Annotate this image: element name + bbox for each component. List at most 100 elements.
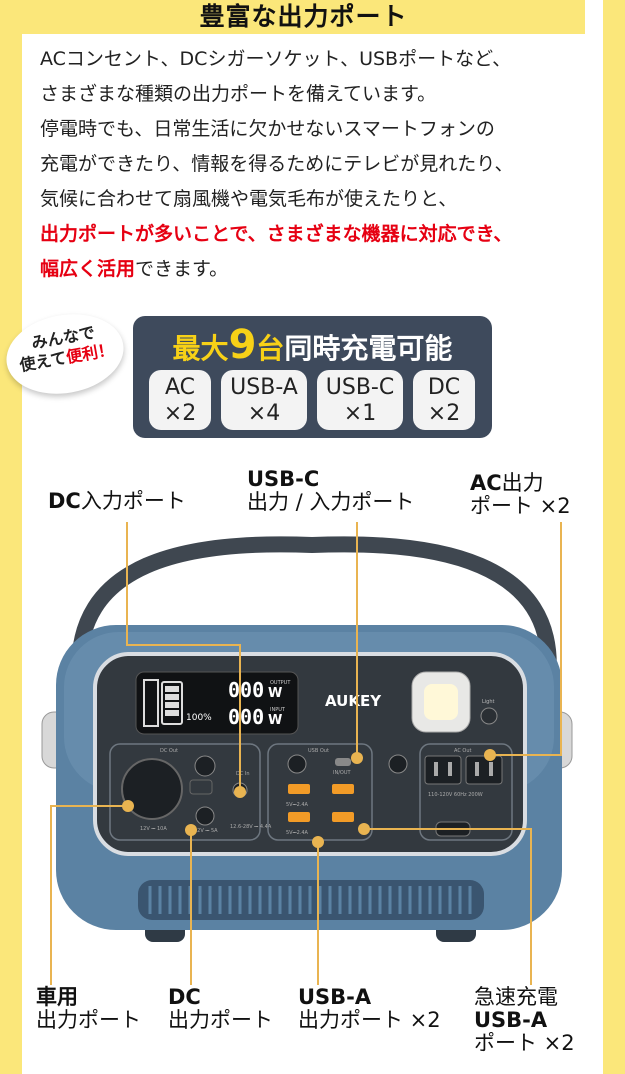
- description: ACコンセント、DCシガーソケット、USBポートなど、 さまざまな種類の出力ポー…: [40, 42, 600, 287]
- usbc-label: IN/OUT: [333, 770, 351, 776]
- callout-line: AC出力: [470, 472, 571, 495]
- port-chip-ac: AC ×2: [149, 370, 211, 430]
- ac-label: AC Out: [454, 748, 472, 754]
- callout-line: 出力ポート ×2: [298, 1008, 441, 1032]
- callout-line: 車用: [36, 985, 78, 1009]
- leader-line-ac: [560, 522, 562, 756]
- description-line: 充電ができたり、情報を得るためにテレビが見れたり、: [40, 153, 514, 175]
- leader-line-usbc: [356, 522, 358, 758]
- lcd-output-label: OUTPUT: [270, 680, 291, 686]
- description-line: さまざまな種類の出力ポートを備えています。: [40, 83, 437, 105]
- port-count: ×2: [163, 401, 197, 426]
- brand-logo: AUKEY: [325, 692, 382, 710]
- callout-normal: 入力ポート: [80, 489, 186, 513]
- callout-dc-input: DC入力ポート: [48, 490, 186, 513]
- leader-line-fast: [364, 828, 532, 830]
- leader-dot-ac: [484, 749, 496, 761]
- leader-dot-usba: [312, 836, 324, 848]
- callout-line: ポート ×2: [474, 1031, 575, 1055]
- port-name: USB-A: [230, 375, 298, 400]
- callout-line: 急速充電: [474, 985, 558, 1009]
- lcd-input-value: 000: [228, 705, 264, 729]
- usba-port: [288, 784, 310, 794]
- port-name: DC: [427, 375, 461, 400]
- callout-line: USB-A: [474, 1008, 548, 1032]
- usba-spec: 5V⎓2.4A: [286, 802, 309, 808]
- callout-bold: AC: [470, 471, 502, 495]
- callout-line: DC: [168, 985, 201, 1009]
- usba-port: [288, 812, 310, 822]
- leader-dot-fast: [358, 823, 370, 835]
- description-tail: できます。: [135, 258, 229, 280]
- car-socket: [121, 758, 183, 820]
- callout-line: USB-A: [298, 985, 372, 1009]
- ac-outlet: [465, 755, 503, 785]
- spec-prefix: 最大: [172, 332, 229, 365]
- leader-line-car: [50, 805, 52, 985]
- section-header: 豊富な出力ポート: [22, 0, 585, 34]
- dc-out-button[interactable]: [194, 755, 216, 777]
- lamp-button[interactable]: [480, 707, 498, 725]
- callout-bold: DC: [48, 489, 81, 513]
- dc-out-label: DC Out: [160, 748, 178, 754]
- port-count: ×2: [427, 401, 461, 426]
- callout-dc-out: DC 出力ポート: [168, 986, 273, 1032]
- section-title: 豊富な出力ポート: [199, 2, 408, 31]
- usba-fast-port: [332, 784, 354, 794]
- ac-button[interactable]: [388, 754, 408, 774]
- leader-line-car: [50, 805, 128, 807]
- port-name: AC: [164, 375, 196, 400]
- spec-suffix: 同時充電可能: [284, 332, 453, 365]
- leader-dot-dc-out: [185, 824, 197, 836]
- callout-line: ポート ×2: [470, 494, 571, 518]
- usba-fast-port: [332, 812, 354, 822]
- ac-port-area: [419, 743, 513, 841]
- description-line: 気候に合わせて扇風機や電気毛布が使えたりと、: [40, 188, 458, 210]
- car-spec: 12V ⎓ 10A: [140, 826, 167, 832]
- power-station-illustration: 100% 000 W OUTPUT 000 W INPUT AUKEY Ligh…: [41, 536, 573, 942]
- leader-line-dc-input: [126, 644, 240, 646]
- port-name: USB-C: [325, 375, 395, 400]
- description-line: 停電時でも、日常生活に欠かせないスマートフォンの: [40, 118, 495, 140]
- callout-ac: AC出力 ポート ×2: [470, 472, 571, 518]
- ac-spec: 110-120V 60Hz 200W: [428, 792, 483, 798]
- dc-port-area: [109, 743, 261, 841]
- port-chip-dc: DC ×2: [413, 370, 475, 430]
- callout-line: USB-C: [247, 467, 320, 491]
- callout-line: 出力ポート: [168, 1008, 273, 1032]
- spec-heading: 最大9台同時充電可能: [133, 322, 492, 368]
- usba-spec: 5V⎓2.4A: [286, 830, 309, 836]
- dc-in-label: DC In: [236, 771, 250, 777]
- lcd-output-unit: W: [268, 686, 282, 701]
- highlight-line: 出力ポートが多いことで、さまざまな機器に対応でき、: [40, 223, 513, 245]
- callout-usbc: USB-C 出力 / 入力ポート: [247, 468, 414, 514]
- spec-count: 9: [228, 322, 257, 368]
- lamp-label: Light: [482, 699, 495, 705]
- usb-button[interactable]: [287, 754, 307, 774]
- dc-out-socket: [195, 806, 215, 826]
- callout-normal: 出力: [501, 471, 544, 495]
- highlight-line-2: 幅広く活用できます。: [40, 252, 600, 287]
- callout-car: 車用 出力ポート: [36, 986, 141, 1032]
- usb-label: USB Out: [308, 748, 329, 754]
- leader-line-dc-out: [190, 830, 192, 985]
- leader-line-usba: [317, 842, 319, 985]
- lcd-input-label: INPUT: [270, 707, 286, 713]
- lcd-input-unit: W: [268, 713, 282, 728]
- leader-dot-dc-input: [234, 786, 246, 798]
- port-count: ×1: [343, 401, 377, 426]
- usbc-port: [335, 758, 351, 766]
- spec-box: 最大9台同時充電可能 AC ×2 USB-A ×4 USB-C ×1 DC ×2: [133, 316, 492, 438]
- leader-dot-usbc: [351, 752, 363, 764]
- spec-unit: 台: [256, 332, 285, 365]
- dc-in-spec: 12.6-28V ⎓ 4.4A: [230, 824, 272, 830]
- dc-out-spec: 12V ⎓ 5A: [194, 828, 218, 834]
- leader-dot-car: [122, 800, 134, 812]
- handle: [71, 536, 557, 688]
- port-count: ×4: [247, 401, 281, 426]
- port-chip-usba: USB-A ×4: [221, 370, 307, 430]
- leader-line-fast: [530, 828, 532, 985]
- leader-line-dc-input: [239, 644, 241, 792]
- leader-line-dc-input: [126, 522, 128, 646]
- ac-outlet: [424, 755, 462, 785]
